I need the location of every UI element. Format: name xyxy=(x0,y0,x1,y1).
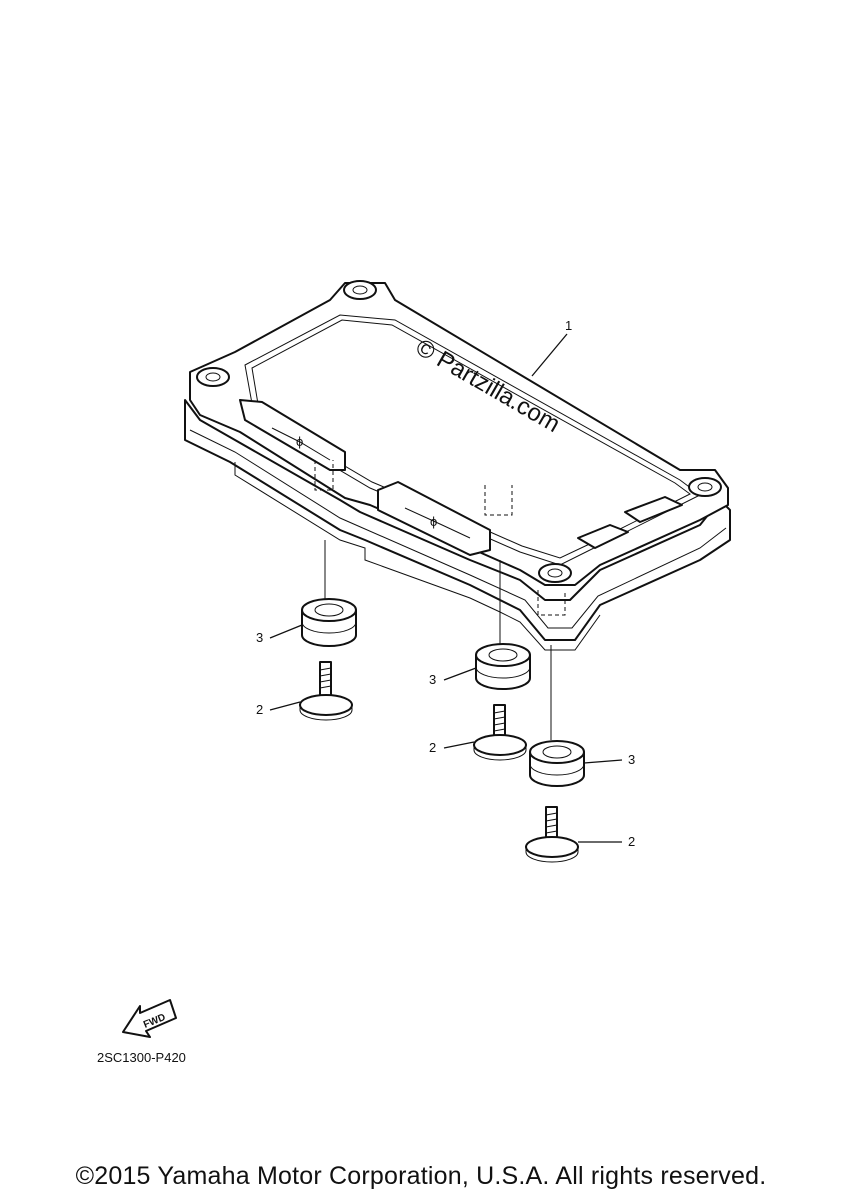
callout-3-middle: 3 xyxy=(429,672,436,687)
callout-2-middle: 2 xyxy=(429,740,436,755)
callout-3-right: 3 xyxy=(628,752,635,767)
callout-2-right: 2 xyxy=(628,834,635,849)
callout-2-left: 2 xyxy=(256,702,263,717)
phi-mark: ϕ xyxy=(430,514,437,529)
fwd-arrow-icon: FWD xyxy=(122,999,177,1038)
callout-3-left: 3 xyxy=(256,630,263,645)
grommet-right xyxy=(529,645,585,787)
grommet-left xyxy=(301,540,357,647)
copyright-footer: ©2015 Yamaha Motor Corporation, U.S.A. A… xyxy=(75,1162,767,1190)
bolt-right xyxy=(525,806,579,863)
bolt-middle xyxy=(473,704,527,761)
diagram-code: 2SC1300-P420 xyxy=(97,1050,186,1065)
bolt-left xyxy=(299,661,353,721)
meter-assembly: ϕ ϕ xyxy=(184,280,731,651)
callout-1: 1 xyxy=(565,318,572,333)
phi-mark: ϕ xyxy=(296,434,303,449)
grommet-middle xyxy=(475,560,531,690)
